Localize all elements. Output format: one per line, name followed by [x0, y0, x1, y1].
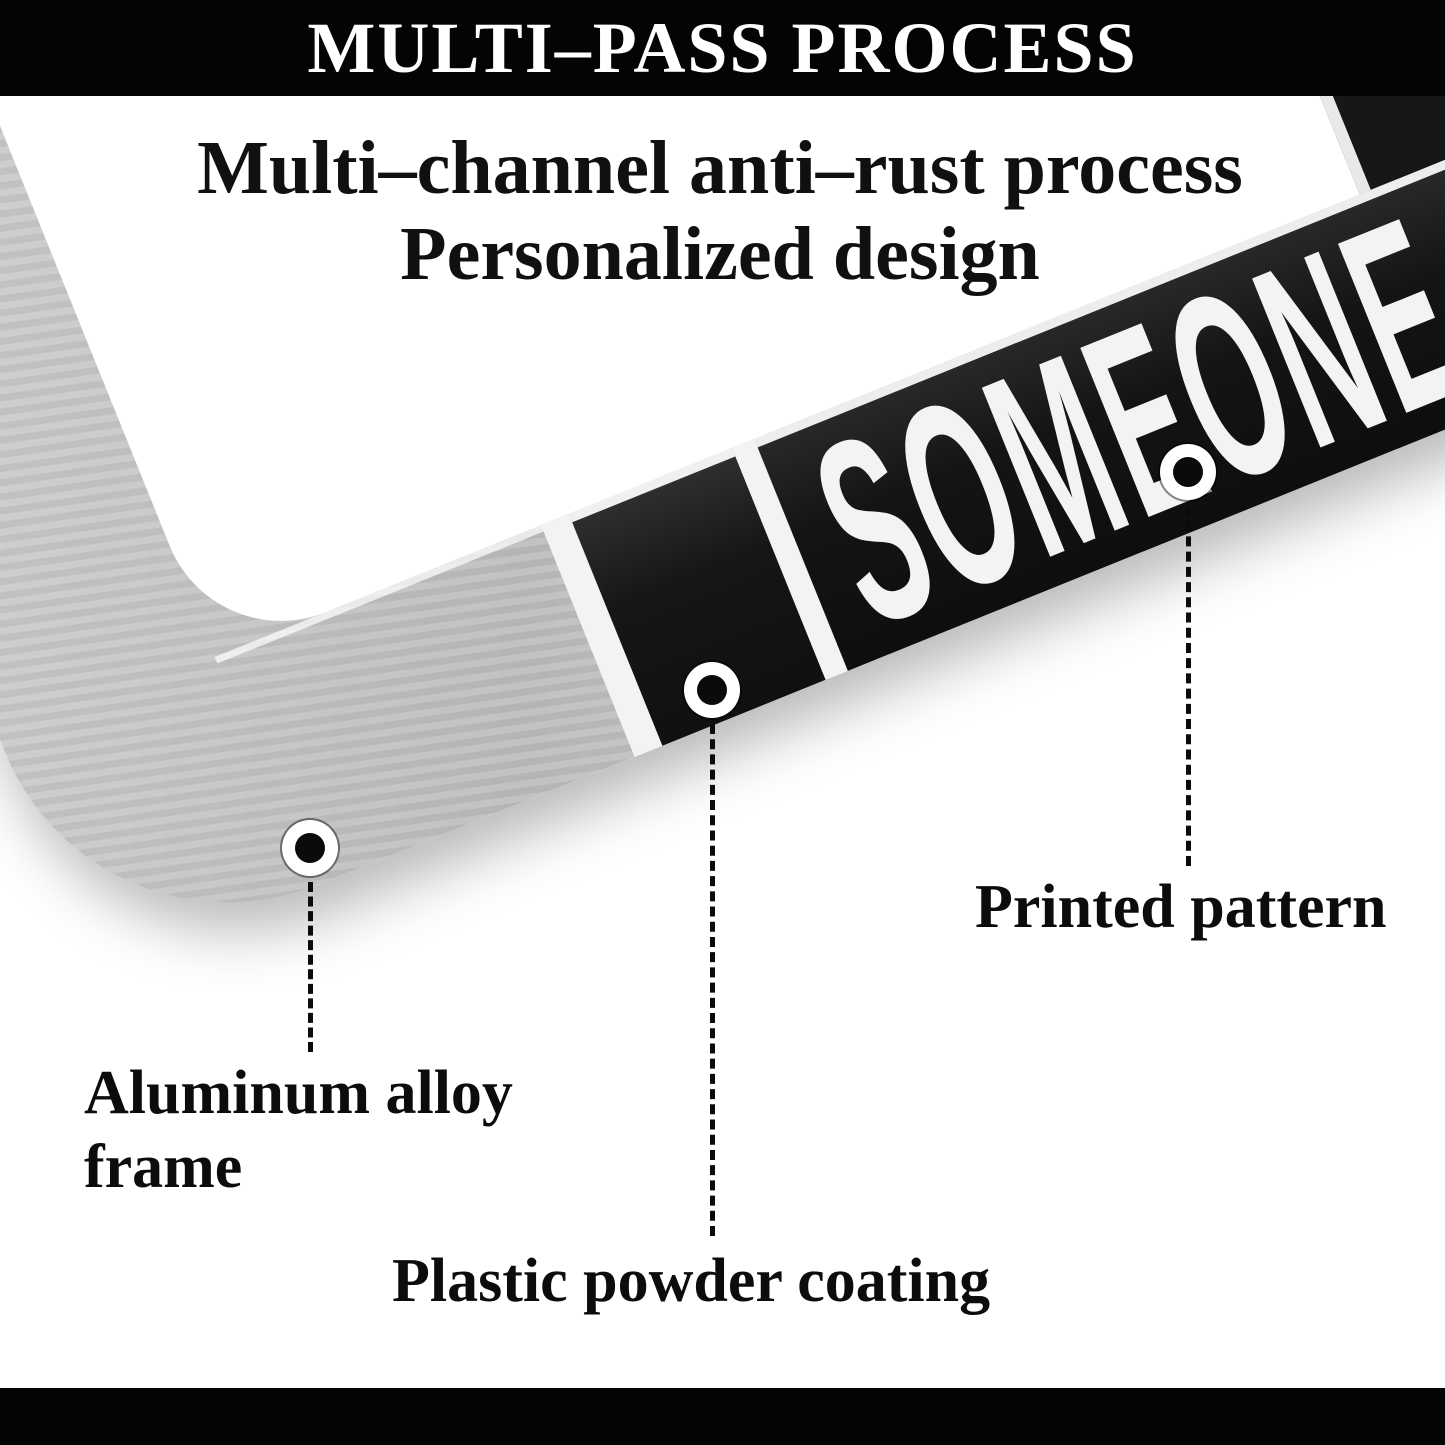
callout-label-aluminum: Aluminum alloy frame [84, 1059, 513, 1202]
headline: Multi–channel anti–rust process Personal… [25, 126, 1415, 298]
callout-line-powder-coating [710, 724, 715, 1236]
top-banner: MULTI–PASS PROCESS [0, 0, 1445, 96]
callout-dot-printed-pattern [1160, 444, 1216, 500]
callout-label-powder-coating: Plastic powder coating [392, 1247, 991, 1315]
headline-line-1: Multi–channel anti–rust process [197, 126, 1243, 210]
callout-dot-core [295, 833, 325, 863]
callout-dot-core [1173, 457, 1203, 487]
headline-line-2: Personalized design [400, 211, 1040, 296]
banner-title: MULTI–PASS PROCESS [307, 7, 1138, 88]
callout-line-aluminum [308, 882, 313, 1052]
callout-dot-powder-coating [684, 662, 740, 718]
callout-label-printed-pattern: Printed pattern [975, 873, 1387, 941]
callout-dot-aluminum [282, 820, 338, 876]
callout-line-printed-pattern [1186, 506, 1191, 866]
bottom-banner [0, 1388, 1445, 1445]
callout-dot-core [697, 675, 727, 705]
